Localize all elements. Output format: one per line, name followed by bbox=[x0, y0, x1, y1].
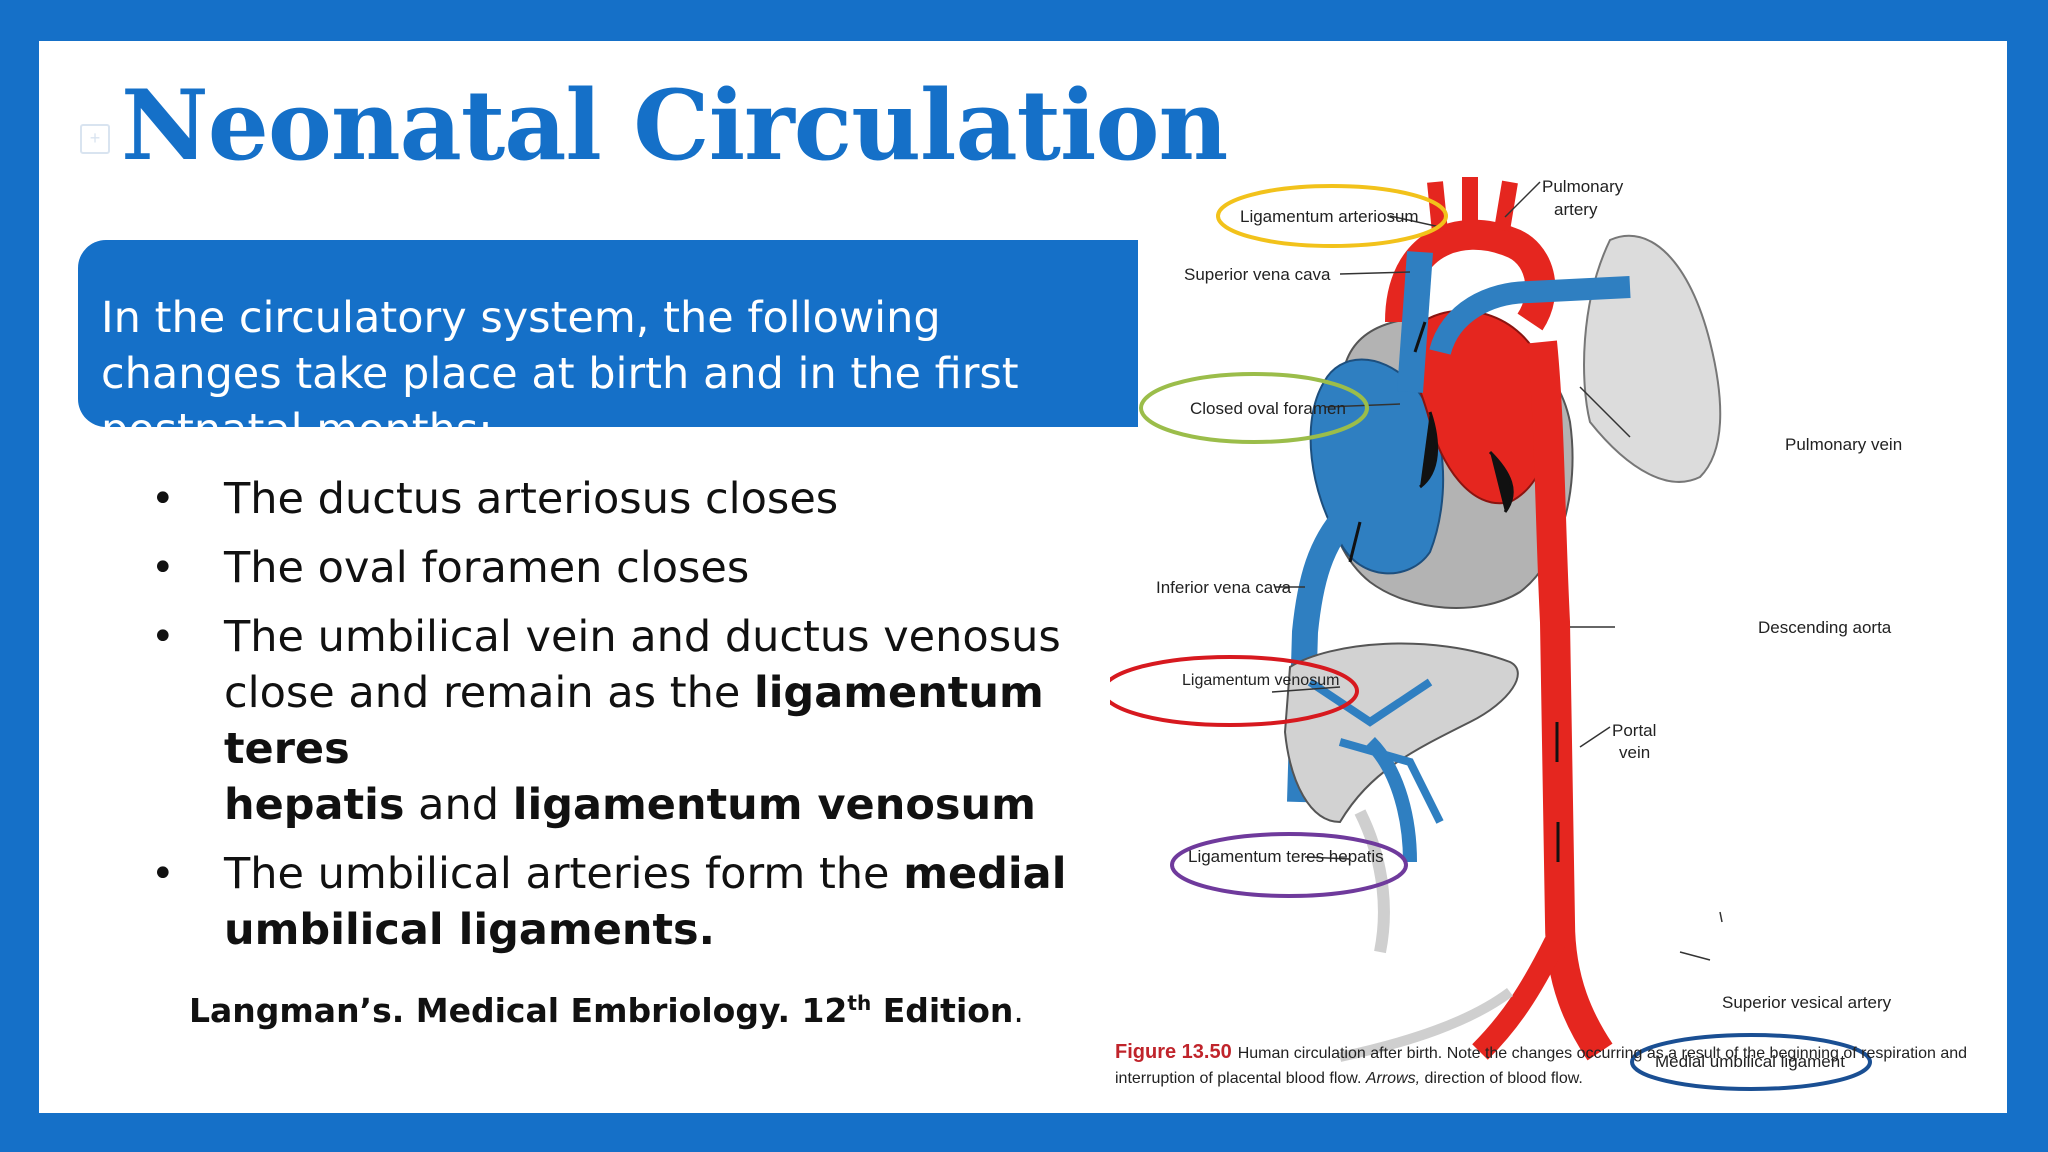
highlight-ring-ligamentum-teres-hepatis bbox=[1170, 832, 1408, 898]
label-ligamentum-venosum: Ligamentum venosum bbox=[1182, 672, 1339, 689]
label-pulmonary-artery: Pulmonary bbox=[1542, 177, 1624, 196]
flow-arrows bbox=[1348, 321, 1560, 862]
liver bbox=[1283, 642, 1519, 824]
label-ligamentum-arteriosum: Ligamentum arteriosum bbox=[1240, 207, 1419, 226]
expand-icon[interactable]: + bbox=[80, 124, 110, 154]
label-inferior-vena-cava: Inferior vena cava bbox=[1156, 578, 1292, 597]
list-item: • The umbilical arteries form the medial… bbox=[109, 846, 1129, 958]
bullet-text-line: umbilical ligaments. bbox=[224, 902, 1129, 958]
bullet-dot: • bbox=[151, 545, 175, 591]
bullet-text-line: close and remain as the ligamentum teres bbox=[224, 668, 1044, 774]
bullet-text: The umbilical vein and ductus venosus bbox=[224, 612, 1061, 662]
bold-term: ligamentum venosum bbox=[512, 780, 1036, 830]
left-heart bbox=[1406, 309, 1551, 505]
superior-vena-cava bbox=[1397, 251, 1433, 393]
label-pulmonary-vein: Pulmonary vein bbox=[1785, 435, 1902, 454]
label-superior-vesical-artery: Superior vesical artery bbox=[1722, 993, 1892, 1012]
lung bbox=[1583, 234, 1722, 483]
bold-term: medial bbox=[903, 849, 1067, 899]
bullet-text-line: The umbilical arteries form the medial bbox=[224, 849, 1067, 899]
inferior-vena-cava bbox=[1287, 502, 1360, 803]
slide: + Neonatal Circulation In the circulator… bbox=[39, 41, 2007, 1113]
bullet-dot: • bbox=[151, 476, 175, 522]
label-portal-vein: vein bbox=[1619, 743, 1650, 762]
list-item: • The oval foramen closes bbox=[109, 540, 1129, 596]
medial-umbilical-ligament bbox=[1338, 987, 1513, 1062]
label-portal-vein: Portal bbox=[1612, 721, 1656, 740]
circulation-diagram: Ligamentum arteriosum Pulmonary artery S… bbox=[1110, 177, 1902, 1091]
highlight-ring-closed-oval-foramen bbox=[1139, 372, 1369, 444]
bold-term: umbilical ligaments. bbox=[224, 905, 715, 955]
bullet-text: The oval foramen closes bbox=[224, 543, 750, 593]
label-medial-umbilical-ligament: Medial umbilical ligament bbox=[1655, 1052, 1845, 1071]
label-ligamentum-teres-hepatis: Ligamentum teres hepatis bbox=[1188, 847, 1384, 866]
highlight-ring-medial-umbilical-ligament bbox=[1630, 1033, 1872, 1091]
label-closed-oval-foramen: Closed oval foramen bbox=[1190, 399, 1346, 418]
bullet-text-line: hepatis and ligamentum venosum bbox=[224, 780, 1036, 830]
list-item: • The umbilical vein and ductus venosus … bbox=[109, 609, 1129, 833]
label-superior-vena-cava: Superior vena cava bbox=[1184, 265, 1331, 284]
list-item: • The ductus arteriosus closes bbox=[109, 471, 1129, 527]
bold-term: hepatis bbox=[224, 780, 405, 830]
slide-title: Neonatal Circulation bbox=[121, 69, 1228, 182]
label-descending-aorta: Descending aorta bbox=[1758, 618, 1892, 637]
portal-vein bbox=[1364, 737, 1417, 863]
bullet-text: The ductus arteriosus closes bbox=[224, 474, 839, 524]
ligamentum-teres bbox=[1354, 809, 1390, 954]
intro-line: postnatal months: bbox=[101, 405, 493, 455]
hepatic-veins bbox=[1307, 678, 1444, 824]
intro-box: In the circulatory system, the following… bbox=[78, 240, 1138, 455]
highlight-ring-ligamentum-arteriosum bbox=[1216, 184, 1448, 248]
bullet-list: • The ductus arteriosus closes • The ova… bbox=[109, 471, 1129, 971]
figure-number: Figure 13.50 bbox=[1115, 1041, 1232, 1063]
label-pulmonary-artery: artery bbox=[1554, 200, 1598, 219]
descending-aorta bbox=[1527, 340, 1613, 1061]
bullet-dot: • bbox=[151, 614, 175, 660]
bold-term: ligamentum teres bbox=[224, 668, 1044, 774]
citation: Langman’s. Medical Embriology. 12th Edit… bbox=[189, 991, 1024, 1030]
pulmonary-artery bbox=[1429, 276, 1631, 356]
bullet-dot: • bbox=[151, 851, 175, 897]
callout-lines bbox=[1271, 181, 1723, 961]
intro-line: In the circulatory system, the following bbox=[101, 293, 941, 343]
intro-line: changes take place at birth and in the f… bbox=[101, 349, 1019, 399]
iliac-artery bbox=[1472, 937, 1565, 1060]
highlight-ring-ligamentum-venosum bbox=[1110, 655, 1359, 727]
